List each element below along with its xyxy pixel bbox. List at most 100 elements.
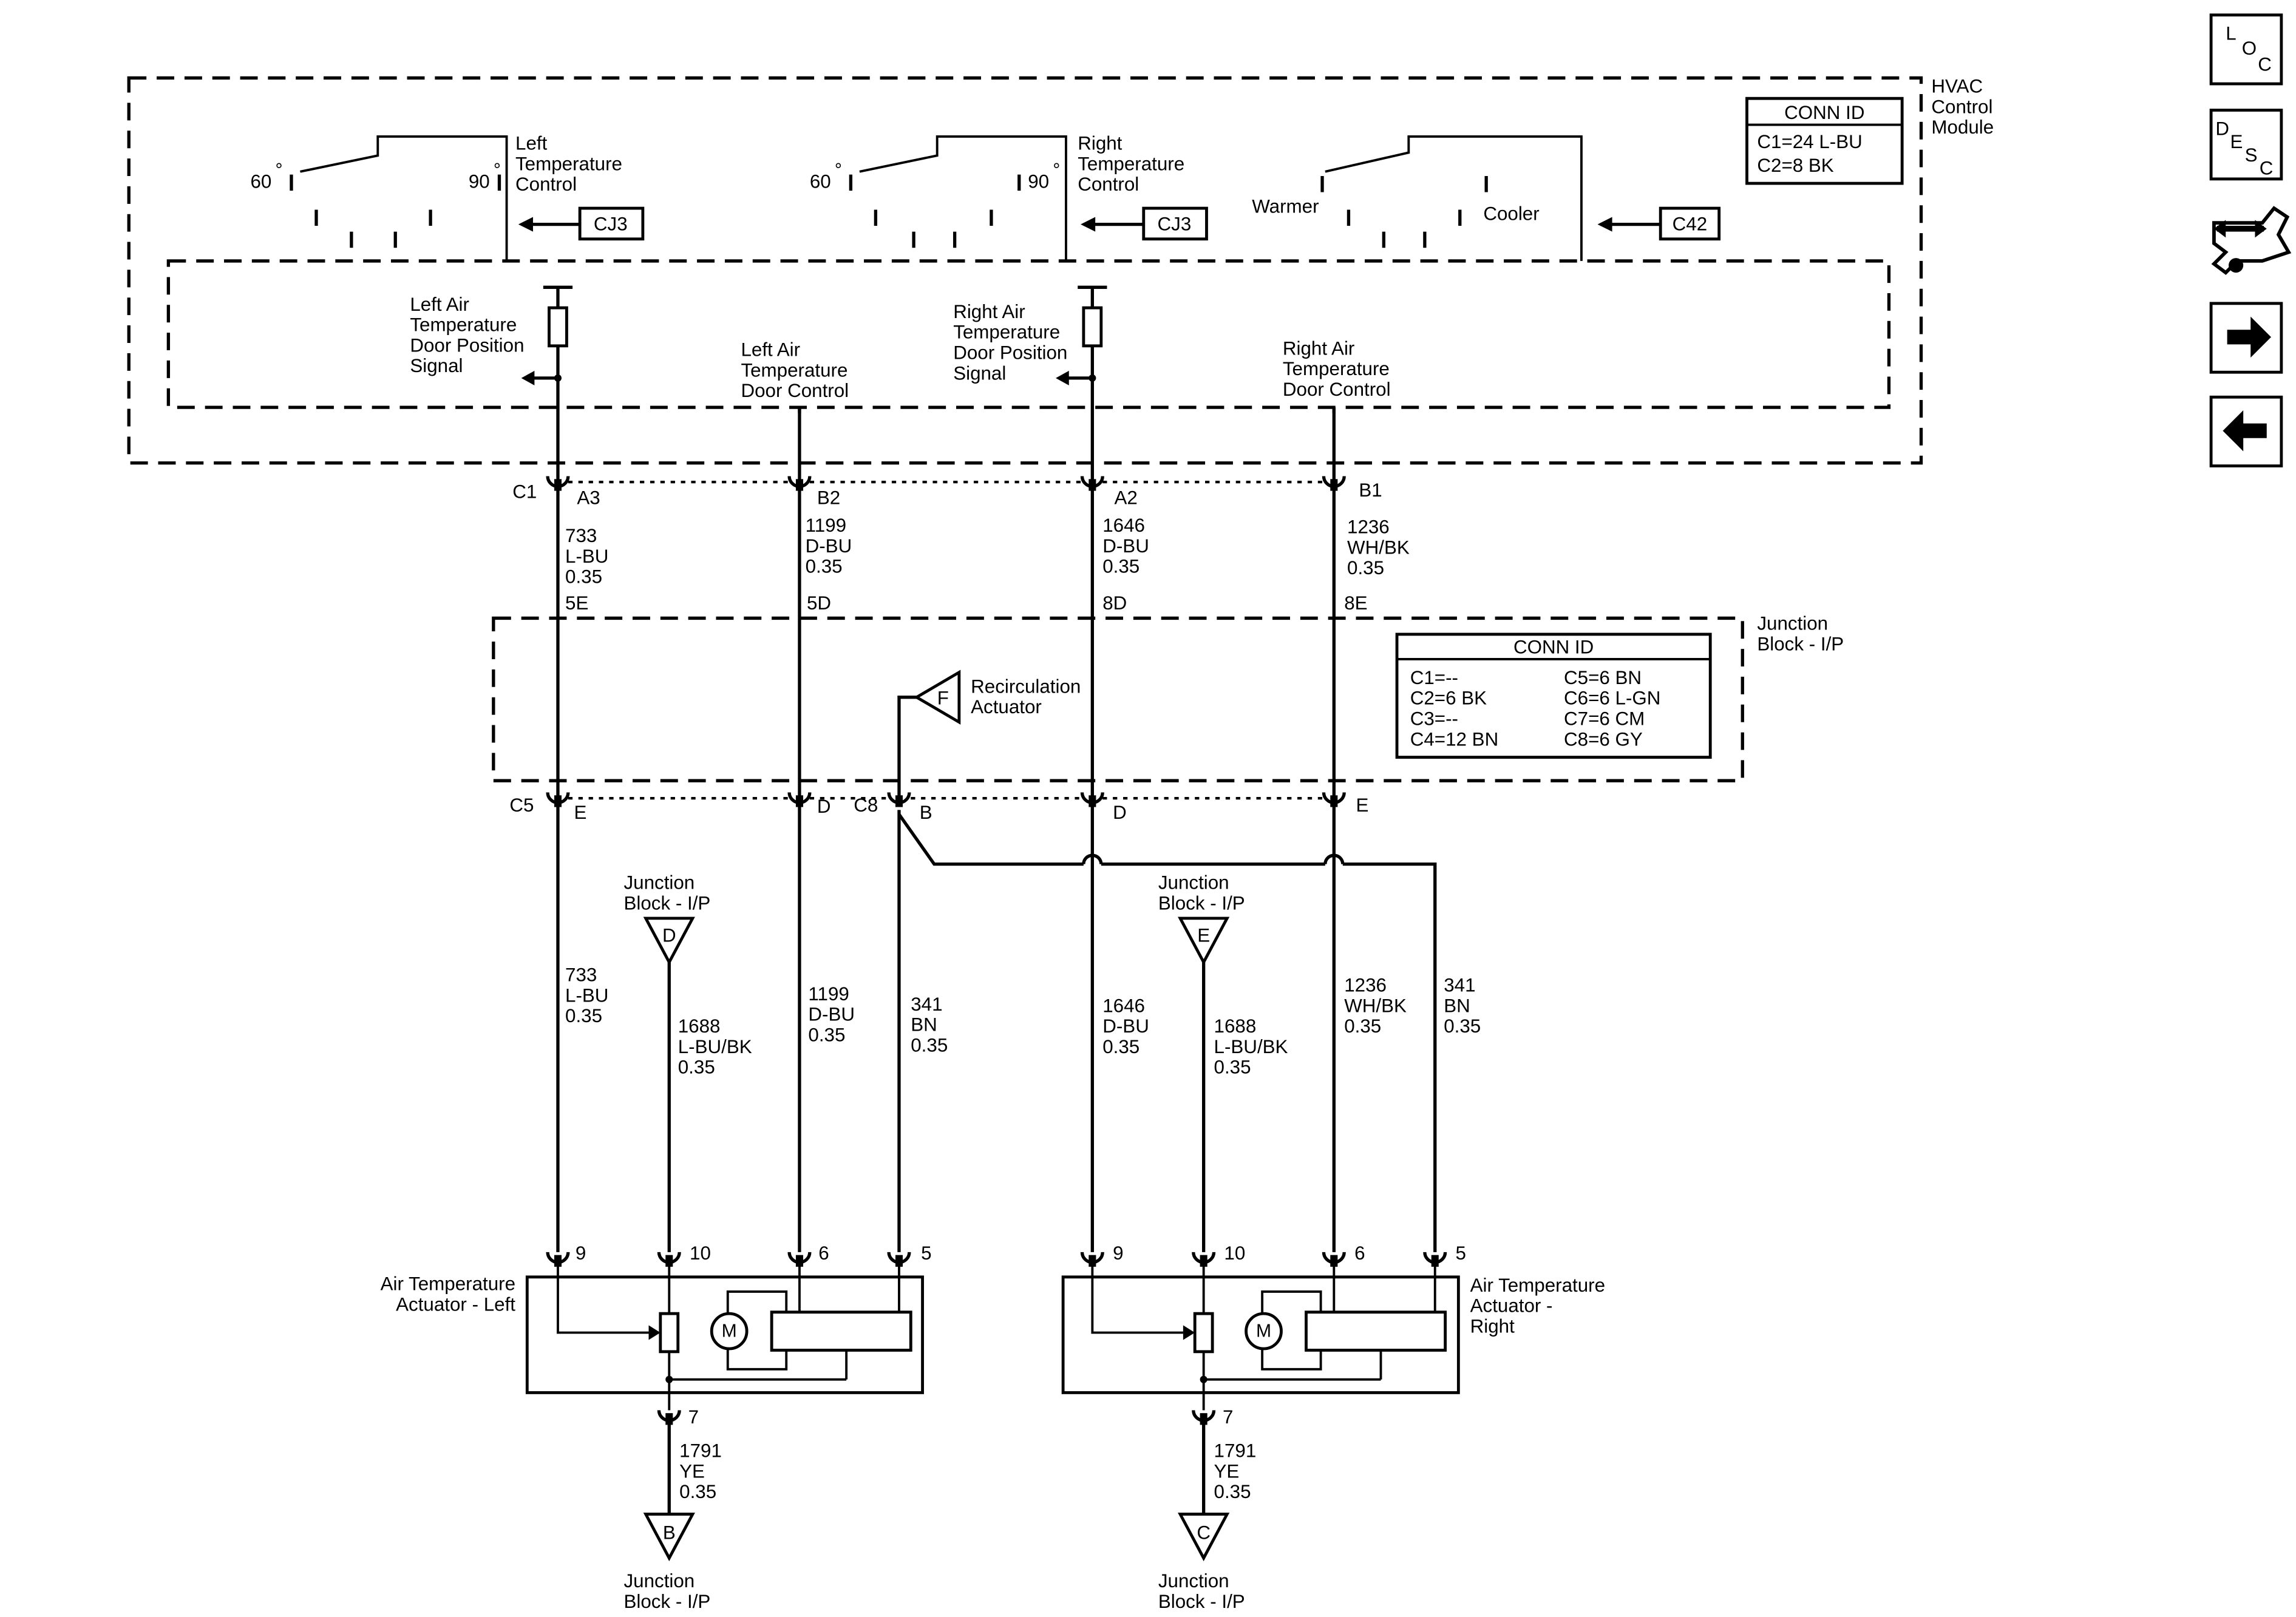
junction-ref-b: B Junction Block - I/P — [624, 1513, 710, 1612]
conn-id-row: C6=6 L-GN — [1564, 688, 1660, 709]
desc-letter: S — [2245, 144, 2258, 166]
actuator-label: Actuator - Left — [396, 1293, 515, 1315]
previous-page-button[interactable] — [2209, 395, 2283, 468]
pin-label: 5 — [921, 1242, 931, 1264]
wire-gauge: 0.35 — [808, 1025, 845, 1046]
conn-id-row: C7=6 CM — [1564, 708, 1645, 730]
left-control-label-2: Temperature — [515, 153, 622, 174]
junction-block-label: Block - I/P — [1757, 634, 1844, 655]
desc-button[interactable]: D E S C — [2209, 109, 2283, 181]
wire-gauge: 0.35 — [1344, 1015, 1381, 1037]
splice-label: 5E — [565, 592, 588, 614]
wire-circuit: 1646 — [1102, 515, 1145, 536]
left-pos-signal-label: Signal — [410, 355, 463, 376]
pin-label: A2 — [1115, 487, 1138, 508]
svg-text:°: ° — [1053, 160, 1060, 180]
ref-letter: D — [662, 924, 676, 946]
junction-ref-label: Junction — [624, 1570, 695, 1592]
motor-icon — [710, 1312, 749, 1351]
right-control-low: 60 — [810, 171, 831, 192]
wire-color: YE — [1214, 1460, 1240, 1482]
wire-circuit: 1199 — [806, 515, 846, 536]
conn-id-row: C1=24 L-BU — [1757, 131, 1862, 152]
connector-tool-icon[interactable] — [2211, 206, 2292, 276]
left-control-low: 60 — [250, 171, 271, 192]
wire-color: L-BU — [565, 546, 608, 567]
right-temperature-control: 60 ° 90 ° Right Temperature Control CJ3 — [810, 133, 1208, 261]
wire-circuit: 1236 — [1347, 517, 1390, 538]
junction-ref-e: Junction Block - I/P E — [1158, 872, 1245, 966]
wire-gauge: 0.35 — [1214, 1057, 1251, 1078]
loc-letter: L — [2226, 23, 2236, 44]
wire-gauge: 0.35 — [911, 1034, 948, 1056]
lower-wire-labels: 733 L-BU 0.35 1688 L-BU/BK 0.35 1199 D-B… — [565, 964, 1481, 1078]
wire-341-bridge — [897, 813, 1084, 866]
junction-block-label: Junction — [1757, 613, 1828, 634]
hvac-module-label-2: Control — [1931, 96, 1992, 117]
junction-block-border — [492, 616, 1744, 782]
reference-flag-icon — [914, 670, 961, 725]
conn-id-row: C4=12 BN — [1410, 728, 1499, 750]
c1-label: C1 — [512, 481, 537, 503]
wire-gauge: 0.35 — [678, 1057, 715, 1078]
pin-label: 7 — [688, 1406, 699, 1428]
connector-pin — [1330, 1255, 1338, 1267]
right-control-high: 90 — [1028, 171, 1049, 192]
wire-color: WH/BK — [1347, 537, 1410, 558]
wire-gauge: 0.35 — [1214, 1481, 1251, 1502]
left-temperature-control: 60 ° 90 ° Left Temperature Control CJ3 — [250, 133, 645, 261]
junction-conn-id-table: CONN ID C1=-- C2=6 BK C3=-- C4=12 BN C5=… — [1395, 632, 1712, 759]
wire-circuit: 1688 — [678, 1015, 721, 1037]
right-pos-signal-label: Door Position — [953, 342, 1067, 364]
wire-circuit: 1791 — [679, 1440, 722, 1462]
pin-label: 6 — [818, 1242, 829, 1264]
conn-id-row: C8=6 GY — [1564, 728, 1643, 750]
splice-label: 8E — [1344, 592, 1367, 614]
pin-label: 6 — [1354, 1242, 1365, 1264]
cj3-connector-ref — [1142, 206, 1208, 241]
wire-gauge: 0.35 — [1347, 557, 1384, 578]
actuator-label: Air Temperature — [1470, 1275, 1605, 1296]
wire-gauge: 0.35 — [1102, 556, 1140, 577]
junction-ref-label: Junction — [1158, 1570, 1229, 1592]
svg-text:°: ° — [275, 160, 282, 180]
wire-color: L-BU/BK — [1214, 1036, 1288, 1057]
reference-triangle-icon — [1178, 917, 1230, 966]
wire-circuit: 1791 — [1214, 1440, 1257, 1462]
connector-c1: C1 A3 B2 A2 B1 733 L-BU 0.35 1199 D-BU 0… — [512, 480, 1410, 614]
cj3-label: CJ3 — [1158, 213, 1192, 234]
wire-circuit: 341 — [911, 994, 942, 1015]
connector-pin — [1089, 1255, 1096, 1267]
warmer-label: Warmer — [1252, 195, 1319, 217]
air-temperature-actuator-left: Air Temperature Actuator - Left 9 10 6 5… — [381, 1242, 932, 1514]
motor-icon — [1245, 1312, 1283, 1351]
ref-letter: F — [937, 688, 949, 709]
next-page-button[interactable] — [2209, 302, 2283, 374]
ref-letter: C — [1197, 1522, 1211, 1544]
connector-pins — [546, 476, 1447, 1425]
connector-pin — [1431, 1255, 1439, 1267]
wire-color: YE — [679, 1460, 705, 1482]
wire-circuit: 1199 — [808, 983, 849, 1005]
junction-ref-label: Block - I/P — [624, 892, 711, 914]
left-door-control-label: Temperature — [741, 359, 847, 381]
actuator-label: Air Temperature — [381, 1273, 515, 1295]
desc-letter: C — [2260, 158, 2274, 179]
right-door-control-label: Temperature — [1283, 358, 1390, 379]
connector-pin — [895, 795, 903, 807]
loc-button[interactable]: L O C — [2209, 13, 2283, 86]
pin-label: E — [1356, 795, 1369, 816]
wire-circuit: 733 — [565, 525, 597, 546]
wire-341-right — [1342, 863, 1437, 1252]
connector-pin — [1330, 795, 1338, 807]
connector-pin — [1200, 1413, 1207, 1425]
conn-id-title: CONN ID — [1513, 636, 1594, 657]
left-door-control-label: Left Air — [741, 339, 800, 361]
loc-letter: O — [2242, 38, 2257, 59]
right-door-control: Right Air Temperature Door Control — [1283, 337, 1391, 400]
reference-triangle-icon — [643, 1513, 695, 1562]
wire-color: BN — [911, 1014, 937, 1036]
svg-text:°: ° — [835, 160, 842, 180]
